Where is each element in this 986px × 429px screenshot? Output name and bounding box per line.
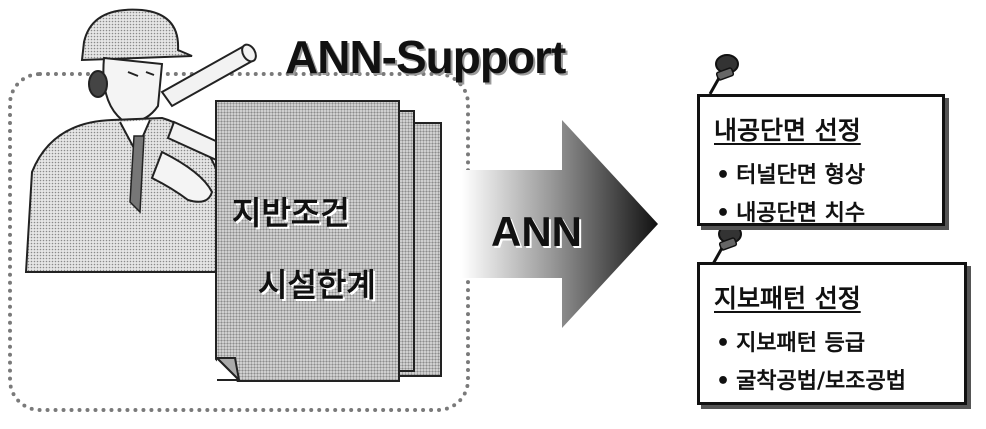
pushpin-icon: [711, 224, 742, 265]
document-sheet-front: [215, 100, 400, 382]
output-item-text: 굴착공법/보조공법: [736, 369, 907, 394]
bullet: •: [716, 369, 731, 394]
right-arrow-icon: [462, 120, 658, 328]
bullet: •: [716, 201, 731, 226]
output-item: •굴착공법/보조공법: [716, 363, 964, 395]
output-item: •지보패턴 등급: [716, 325, 964, 357]
pushpin-icon: [708, 54, 739, 95]
diagram-title: ANN-Support: [285, 31, 566, 83]
output-item-text: 지보패턴 등급: [736, 331, 866, 356]
output-heading: 지보패턴 선정: [714, 284, 861, 313]
document-line-clearance-limit: 시설한계: [258, 266, 376, 304]
output-item-text: 터널단면 형상: [736, 163, 866, 188]
output-item: •터널단면 형상: [716, 157, 942, 189]
output-item: •내공단면 치수: [716, 195, 942, 227]
engineer-with-blueprint-icon: [24, 8, 257, 273]
output-item-text: 내공단면 치수: [736, 201, 866, 226]
document-line-ground-condition: 지반조건: [232, 194, 350, 232]
arrow-label: ANN: [491, 208, 582, 255]
page-fold-icon: [215, 357, 241, 382]
bullet: •: [716, 331, 731, 356]
output-heading: 내공단면 선정: [714, 116, 861, 145]
output-box-support-pattern: 지보패턴 선정 •지보패턴 등급 •굴착공법/보조공법: [697, 262, 967, 405]
output-box-section-selection: 내공단면 선정 •터널단면 형상 •내공단면 치수: [697, 94, 945, 226]
bullet: •: [716, 163, 731, 188]
